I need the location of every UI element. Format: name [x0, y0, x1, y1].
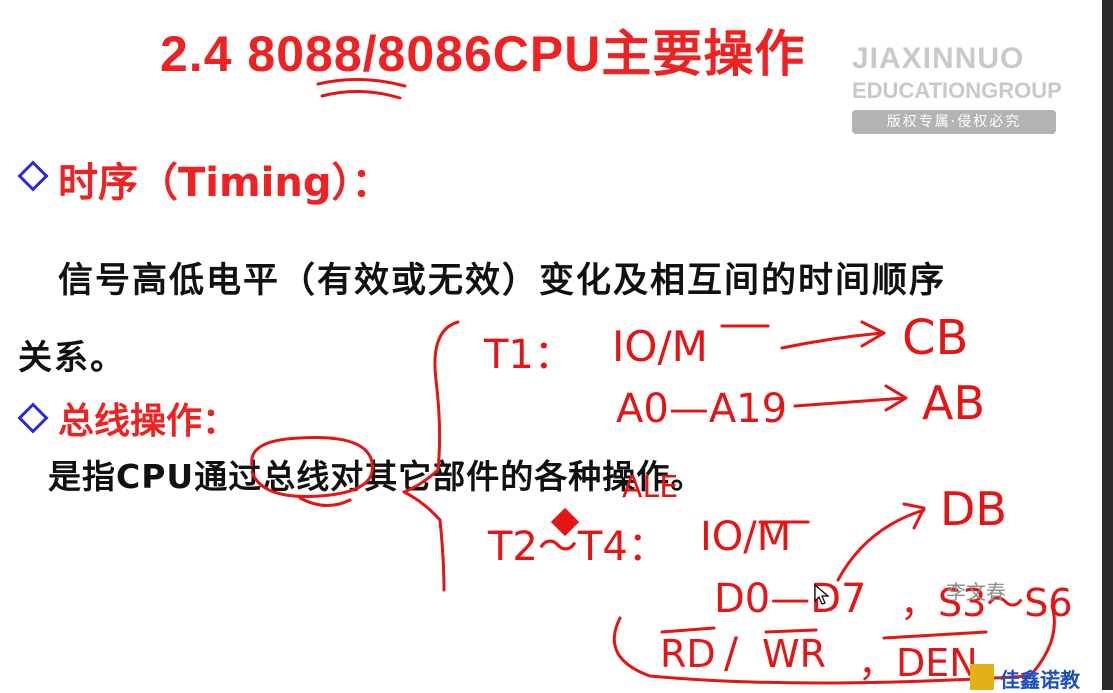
arrow-ab: [793, 384, 908, 412]
annot-s3-s6: ，S3～S6: [900, 581, 1073, 625]
annot-den: ，DEN: [858, 641, 978, 685]
circle-tail: [298, 496, 352, 507]
scrollbar[interactable]: [1102, 0, 1113, 690]
bottom-bracket: [612, 604, 1056, 685]
brand-logo-text: 佳鑫诺教: [1000, 668, 1080, 692]
overbar-rd: [660, 626, 716, 634]
arrow-cb: [780, 320, 886, 350]
timing-definition-line2: 关系。: [18, 338, 126, 378]
annot-ab: AB: [922, 376, 986, 430]
annot-cb: CB: [902, 310, 969, 366]
title-underline-squiggle: [316, 78, 407, 100]
bus-heading: 总线操作：: [58, 401, 239, 442]
annot-io-m-2: IO/M: [700, 514, 792, 560]
mouse-cursor-icon: [814, 584, 830, 605]
annot-t2-t4: T2～T4：: [488, 524, 668, 570]
presenter-name: 李文春: [946, 580, 1006, 604]
watermark-subtitle: EDUCATIONGROUP: [852, 78, 1062, 103]
annot-rd: RD: [660, 632, 716, 676]
overbar-den: [882, 630, 988, 640]
annot-ale: ALE: [622, 470, 679, 505]
circle-mark: [250, 436, 375, 498]
timing-definition-line1: 信号高低电平（有效或无效）变化及相互间的时间顺序: [58, 261, 947, 301]
bus-definition: 是指CPU通过总线对其它部件的各种操作。: [48, 457, 705, 496]
watermark-badge: 版权专属·侵权必究: [852, 110, 1056, 134]
annot-slash: /: [724, 628, 739, 677]
annot-t1: T1：: [484, 332, 574, 378]
slide-title: 2.4 8088/8086CPU主要操作: [160, 26, 806, 82]
curly-brace: [402, 320, 460, 592]
annot-a0-a19: A0—A19: [616, 386, 788, 432]
annot-io-m-1: IO/M: [612, 322, 708, 371]
annot-db: DB: [940, 482, 1007, 536]
pointer-cross-mark: [550, 507, 580, 537]
arrow-db: [836, 502, 926, 582]
brand-logo-icon: [970, 664, 994, 690]
annot-d0-d7: D0—D7: [714, 576, 867, 622]
timing-heading: 时序（Timing）：: [58, 160, 392, 206]
annot-wr: WR: [762, 632, 826, 676]
watermark-brand: JIAXINNUO: [852, 42, 1025, 75]
overbar-wr: [764, 628, 818, 634]
